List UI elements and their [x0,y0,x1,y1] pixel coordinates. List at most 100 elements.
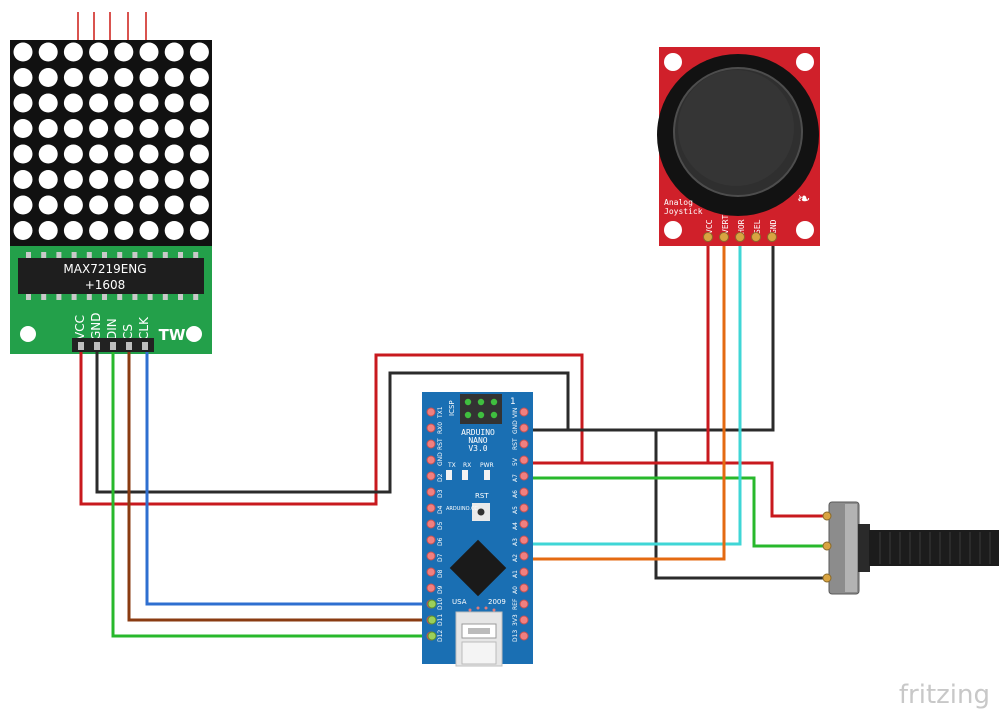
chip-leg [41,294,47,300]
led-dot [13,42,33,62]
max7219-chip [18,258,204,294]
joystick-pin-label-gnd: GND [769,219,778,234]
chip-leg [56,252,62,258]
led-dot [114,170,134,189]
nano-pin-pad [519,567,529,577]
mini-usb-body [461,641,497,665]
nano-pin-pad [426,455,436,465]
nano-pin-pad [426,423,436,433]
led-dot [63,195,83,215]
chip-leg [71,252,77,258]
nano-title-line3: V3.0 [468,444,487,453]
nano-pin-label: TX1 [437,406,444,419]
chip-leg [86,294,92,300]
nano-pin-label: RST [437,438,444,450]
nano-brand: ARDUINO.CC [446,506,478,512]
chip-leg [147,294,153,300]
nano-pin-label: D8 [437,569,444,578]
led-dot [63,170,83,189]
nano-pin-label: GND [512,420,519,434]
led-dot [139,195,159,215]
nano-title-line2: NANO [468,436,487,445]
nano-pin-pad [519,407,529,417]
led-dot [139,119,159,138]
led-dot [13,93,33,113]
nano-pin-pad [426,567,436,577]
nano-pin-label: D7 [437,553,444,562]
joystick-module: Analog Joystick ❧ VCC VERT HOR SEL GND [657,47,820,246]
matrix-pin-label-gnd: GND [89,312,103,340]
wire-nano-gnd-black [524,236,775,432]
nano-pin-label: A7 [512,474,519,482]
chip-leg [26,294,31,300]
led-tx-icon [446,470,452,480]
led-label-tx: TX [447,462,456,469]
nano-pin-pad [426,519,436,529]
joystick-pin-label-hor: HOR [737,219,746,234]
led-dot [89,93,109,113]
nano-pin-pad [426,535,436,545]
led-dot [89,195,109,215]
led-dot [38,68,58,87]
chip-leg [71,294,77,300]
led-dot [189,68,209,87]
led-dot [13,195,33,215]
potentiometer [822,501,999,595]
nano-pin-pad [426,439,436,449]
led-dot [38,195,58,215]
matrix-pin-label-clk: CLK [137,316,151,340]
chip-leg [117,294,123,300]
mini-usb-slot [468,628,490,634]
nano-pin-pad [519,583,529,593]
nano-pin-label: D10 [437,598,444,610]
led-dot [38,119,58,138]
wire-pot-wiper-green [524,476,826,548]
nano-pin-pad [426,471,436,481]
rst-button-label: RST [475,492,489,500]
matrix-led-panel [10,40,212,246]
chip-label-line1: MAX7219ENG [63,262,146,276]
led-label-rx: RX [463,462,471,469]
joystick-label-line1: Analog [664,198,693,207]
led-dot [38,170,58,189]
nano-pin-label: D9 [437,585,444,594]
nano-pin-label: RST [512,438,519,450]
joystick-mount-hole [796,221,814,239]
chip-leg [102,252,107,258]
chip-legs [26,252,199,300]
nano-pin-pad [519,439,529,449]
nano-pin-label: A4 [512,522,519,530]
led-dot [139,68,159,87]
nano-pin-label: D11 [437,614,444,626]
wire-din-green [111,352,432,638]
nano-pin-pad [519,487,529,497]
wire-joystick-vert-orange [524,236,726,561]
nano-pin-label: 3V3 [512,614,519,626]
led-dot [89,221,109,240]
nano-pin-label: RX0 [437,422,444,434]
pot-pin-pads [822,511,832,583]
chip-leg [193,294,199,300]
led-dot [139,93,159,113]
nano-pin-pad [519,551,529,561]
chip-leg [178,294,183,300]
matrix-led-dots [13,42,209,240]
led-dot [114,119,134,138]
matrix-logo: TW [159,326,186,344]
joystick-mount-hole [796,53,814,71]
wire-clk-blue [145,352,432,606]
icsp-header [460,394,502,424]
joystick-pin-label-sel: SEL [753,219,762,234]
led-dot [114,68,134,87]
nano-pin-label: A6 [512,490,519,498]
led-dot [114,42,134,62]
led-dot [63,42,83,62]
matrix-top-header-pins [77,12,147,42]
nano-pin-label: GND [437,452,444,466]
nano-pin-label: D6 [437,537,444,546]
nano-pin-pad [426,407,436,417]
pot-shaft [869,530,999,566]
led-dot [38,144,58,164]
